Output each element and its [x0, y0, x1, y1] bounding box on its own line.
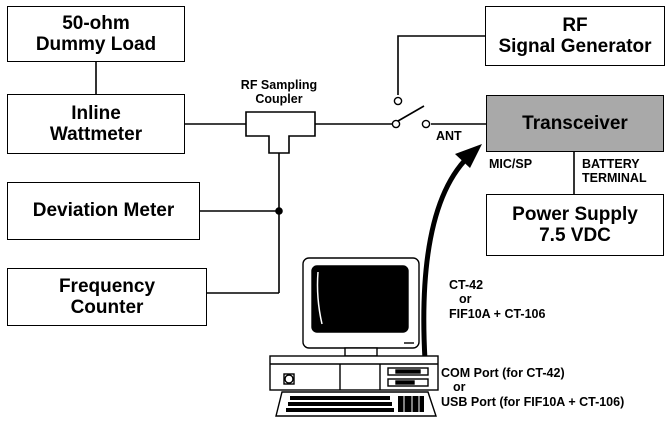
power-supply-line1: Power Supply — [512, 203, 638, 225]
arrow-head — [455, 144, 482, 168]
dummy-load-line2: Dummy Load — [35, 34, 157, 55]
junction-dot — [275, 207, 283, 215]
power-supply-line2: 7.5 VDC — [539, 225, 611, 246]
rf-switch-icon — [391, 96, 431, 129]
line-signal-generator — [397, 35, 485, 95]
mic-sp-label: MIC/SP — [489, 157, 533, 171]
signal-generator-box: RF Signal Generator — [485, 6, 665, 66]
port-label-line1: COM Port (for CT-42) — [441, 366, 565, 380]
frequency-counter-box: Frequency Counter — [7, 268, 207, 326]
port-label-line2: or — [453, 380, 466, 395]
data-cable-arrow — [421, 155, 470, 361]
deviation-meter-label: Deviation Meter — [32, 200, 175, 222]
wattmeter-line1: Inline — [71, 102, 121, 124]
port-label-line3: USB Port (for FIF10A + CT-106) — [441, 394, 625, 409]
transceiver-box: Transceiver — [486, 95, 664, 152]
coupler-label: RF Sampling Coupler — [228, 78, 330, 107]
signal-generator-line2: Signal Generator — [498, 36, 652, 57]
transceiver-label: Transceiver — [522, 112, 628, 134]
frequency-counter-line2: Counter — [70, 297, 144, 318]
desktop-computer-icon — [269, 257, 439, 417]
port-label: COM Port (for CT-42) or USB Port (for FI… — [441, 366, 624, 409]
battery-terminal-label: BATTERY TERMINAL — [582, 157, 647, 186]
wattmeter-box: Inline Wattmeter — [7, 94, 185, 154]
dummy-load-line1: 50-ohm — [62, 12, 130, 34]
cable-label-line3: FIF10A + CT-106 — [449, 306, 546, 321]
ant-label: ANT — [436, 129, 462, 143]
coupler-label-line1: RF Sampling — [240, 78, 318, 92]
dummy-load-box: 50-ohm Dummy Load — [7, 6, 185, 62]
frequency-counter-line1: Frequency — [58, 275, 156, 297]
signal-generator-line1: RF — [562, 14, 588, 36]
deviation-meter-box: Deviation Meter — [7, 182, 200, 240]
cable-label-line1: CT-42 — [449, 278, 484, 292]
wattmeter-line2: Wattmeter — [49, 124, 143, 145]
cable-label: CT-42 or FIF10A + CT-106 — [449, 278, 545, 321]
battery-label-line1: BATTERY — [582, 157, 640, 171]
coupler-label-line2: Coupler — [255, 92, 303, 107]
cable-label-line2: or — [459, 292, 472, 307]
battery-label-line2: TERMINAL — [582, 171, 647, 186]
power-supply-box: Power Supply 7.5 VDC — [486, 194, 664, 256]
rf-sampling-coupler — [245, 111, 316, 154]
